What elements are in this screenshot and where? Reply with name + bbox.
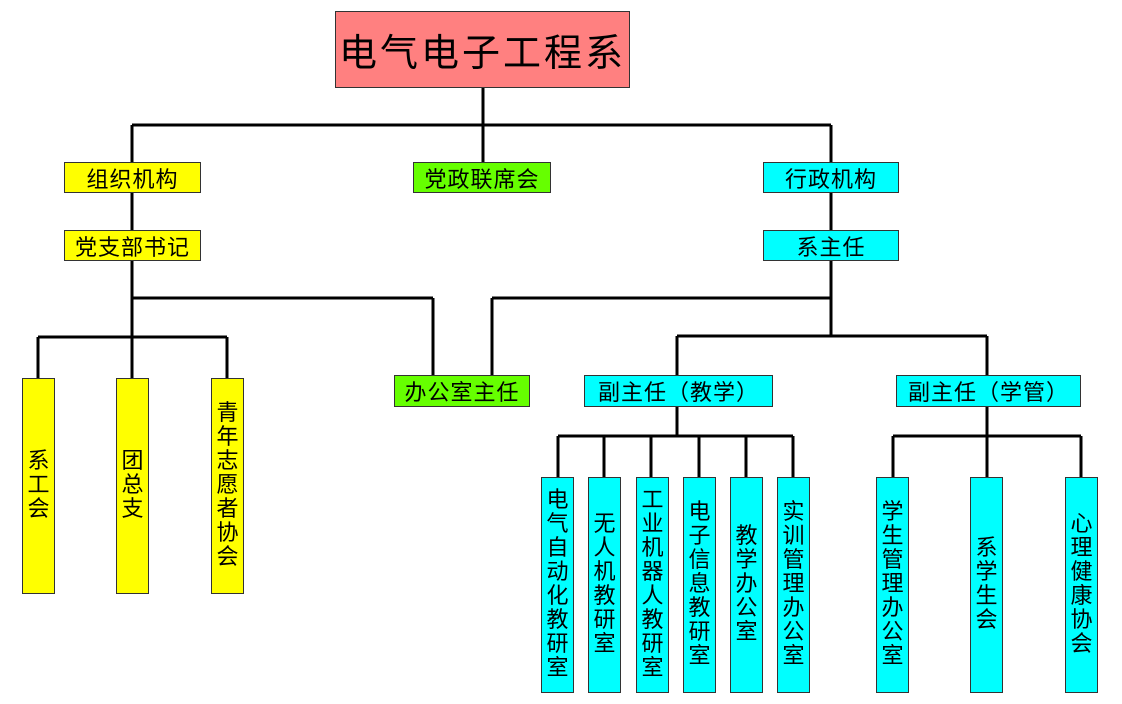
organization-node: 组织机构 bbox=[64, 162, 201, 193]
unit-drone: 无人机教研室 bbox=[588, 477, 621, 693]
department-head-node: 系主任 bbox=[763, 230, 899, 261]
unit-mental-health: 心理健康协会 bbox=[1065, 477, 1098, 693]
unit-trade-union: 系工会 bbox=[22, 378, 55, 594]
unit-industrial-robot: 工业机器人教研室 bbox=[636, 477, 669, 693]
unit-training-office: 实训管理办公室 bbox=[777, 477, 810, 693]
unit-electrical-automation: 电气自动化教研室 bbox=[541, 477, 574, 693]
deputy-students-node: 副主任（学管） bbox=[896, 375, 1081, 407]
unit-youth-league: 团总支 bbox=[116, 378, 149, 594]
administration-node: 行政机构 bbox=[763, 162, 899, 193]
unit-teaching-office: 教学办公室 bbox=[730, 477, 763, 693]
joint-meeting-node: 党政联席会 bbox=[413, 162, 551, 193]
unit-volunteer-association: 青年志愿者协会 bbox=[211, 378, 244, 594]
party-secretary-node: 党支部书记 bbox=[64, 230, 201, 261]
deputy-teaching-node: 副主任（教学） bbox=[584, 375, 773, 407]
unit-electronic-info: 电子信息教研室 bbox=[683, 477, 716, 693]
office-director-node: 办公室主任 bbox=[394, 375, 530, 407]
department-title: 电气电子工程系 bbox=[335, 11, 630, 88]
unit-student-union: 系学生会 bbox=[970, 477, 1003, 693]
unit-student-affairs: 学生管理办公室 bbox=[876, 477, 909, 693]
